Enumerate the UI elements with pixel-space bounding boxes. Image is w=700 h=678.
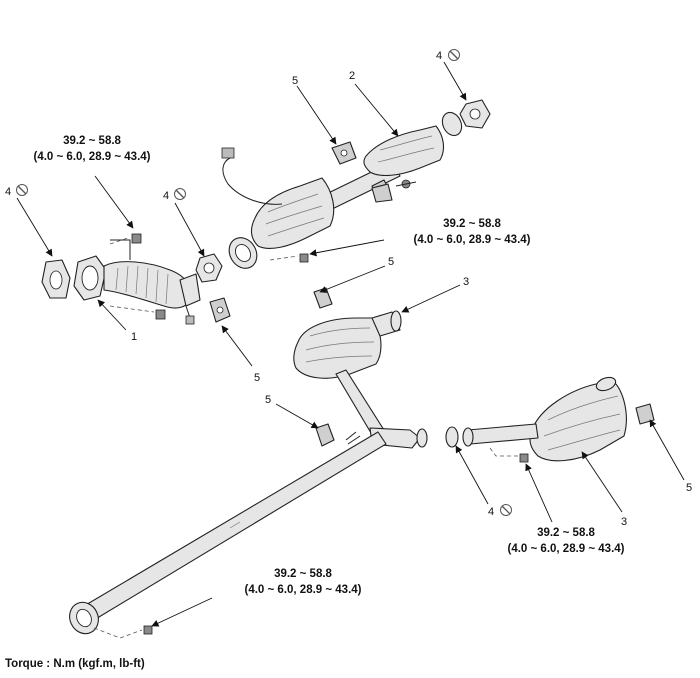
callout-3-top: 3	[463, 276, 469, 288]
callout-4-top: 4	[436, 50, 442, 62]
center-pipe-catalyst	[221, 111, 463, 269]
gasket-top	[459, 99, 491, 129]
nut-front-1	[131, 233, 142, 244]
no-reuse-icon-3	[174, 188, 186, 200]
callout-4-mid: 4	[163, 190, 169, 202]
hanger-left	[209, 297, 231, 323]
torque-front-value: 39.2 ~ 58.8	[63, 135, 121, 147]
callout-4-left: 4	[5, 186, 11, 198]
gasket-middle	[195, 253, 223, 283]
front-pipe	[73, 239, 201, 325]
hanger-top	[331, 141, 357, 165]
gasket-left	[41, 259, 71, 299]
torque-units-footer: Torque : N.m (kgf.m, lb-ft)	[5, 658, 145, 670]
torque-long-value: 39.2 ~ 58.8	[274, 568, 332, 580]
callout-5-top: 5	[292, 75, 298, 87]
long-pipe	[69, 431, 387, 635]
gasket-right	[445, 426, 459, 448]
callout-2: 2	[349, 70, 355, 82]
callout-5-left: 5	[254, 372, 260, 384]
torque-rear-value: 39.2 ~ 58.8	[537, 527, 595, 539]
nut-cat	[299, 253, 309, 263]
torque-long-units: (4.0 ~ 6.0, 28.9 ~ 43.4)	[245, 584, 362, 596]
hanger-top-2	[371, 183, 393, 203]
callout-4-right: 4	[488, 506, 494, 518]
torque-cat-value: 39.2 ~ 58.8	[443, 218, 501, 230]
no-reuse-icon-2	[16, 184, 28, 196]
main-muffler	[293, 310, 428, 449]
hanger-center	[315, 423, 335, 447]
callout-5-right: 5	[686, 482, 692, 494]
leader-lines	[16, 61, 685, 627]
callout-5-lower: 5	[265, 394, 271, 406]
nut-rear	[519, 453, 529, 463]
callout-3-right: 3	[621, 516, 627, 528]
torque-cat-units: (4.0 ~ 6.0, 28.9 ~ 43.4)	[414, 234, 531, 246]
torque-front-units: (4.0 ~ 6.0, 28.9 ~ 43.4)	[34, 151, 151, 163]
torque-rear-units: (4.0 ~ 6.0, 28.9 ~ 43.4)	[508, 543, 625, 555]
nut-front-2	[155, 309, 166, 320]
no-reuse-icon-1	[448, 49, 460, 61]
nut-long	[143, 625, 153, 635]
callout-5-center: 5	[388, 256, 394, 268]
hanger-right	[635, 403, 655, 425]
callout-1: 1	[131, 331, 137, 343]
nuts	[131, 233, 529, 635]
no-reuse-icon-4	[500, 504, 512, 516]
rear-muffler	[462, 376, 627, 462]
